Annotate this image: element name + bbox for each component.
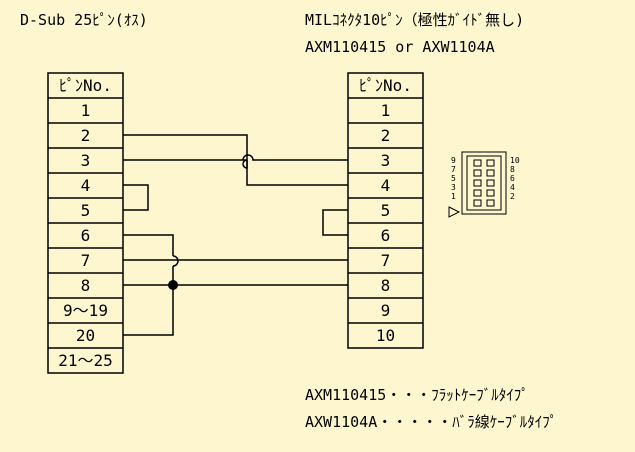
right-pin-4: 4 [380, 176, 391, 195]
wire-r5-r6-loop [322, 209, 348, 236]
left-pin-3: 3 [80, 151, 91, 170]
pin1-marker-icon [448, 206, 461, 218]
left-connector-title: D-Sub 25ﾋﾟﾝ(ｵｽ) [20, 11, 148, 29]
note-flat-cable: AXM110415・・・ﾌﾗｯﾄｹｰﾌﾞﾙﾀｲﾌﾟ [305, 386, 529, 404]
icon-pin-5: 5 [451, 174, 456, 183]
right-pin-7: 7 [380, 251, 391, 270]
left-pin-9-19: 9～19 [63, 301, 108, 320]
right-pin-1: 1 [380, 101, 391, 120]
wire-l3-r2-a [123, 159, 248, 169]
right-pin-8: 8 [380, 276, 391, 295]
right-pin-9: 9 [380, 301, 391, 320]
icon-pin-1: 1 [451, 192, 456, 201]
left-pin-4: 4 [80, 176, 91, 195]
icon-pin-9: 9 [451, 156, 456, 165]
right-pin-2: 2 [380, 126, 391, 145]
right-connector-title: MILｺﾈｸﾀ10ﾋﾟﾝ（極性ｶﾞｲﾄﾞ無し) [305, 11, 525, 29]
wire-l20 [123, 285, 174, 336]
wire-jump [172, 255, 179, 267]
wire-l3-r2-b [242, 154, 348, 161]
note-discrete-wire: AXW1104A・・・・・ﾊﾞﾗ線ｹｰﾌﾞﾙﾀｲﾌﾟ [305, 413, 558, 431]
right-pin-10: 10 [375, 326, 396, 345]
left-pin-7: 7 [80, 251, 91, 270]
left-pin-6: 6 [80, 226, 91, 245]
left-pin-5: 5 [80, 201, 91, 220]
connector-icon [461, 151, 507, 215]
icon-pin-6: 6 [510, 174, 515, 183]
junction-dot [168, 280, 178, 290]
right-pin-5: 5 [380, 201, 391, 220]
icon-pin-10: 10 [510, 156, 520, 165]
left-pin-20: 20 [75, 326, 96, 345]
left-pin-1: 1 [80, 101, 91, 120]
right-pin-3: 3 [380, 151, 391, 170]
icon-pin-2: 2 [510, 192, 515, 201]
icon-pin-3: 3 [451, 183, 456, 192]
right-connector-models: AXM110415 or AXW1104A [305, 38, 495, 56]
left-pin-2: 2 [80, 126, 91, 145]
left-pin-21-25: 21～25 [58, 351, 113, 370]
right-table-header: ﾋﾟﾝNo. [359, 76, 412, 95]
left-pin-8: 8 [80, 276, 91, 295]
icon-pin-8: 8 [510, 165, 515, 174]
icon-pin-7: 7 [451, 165, 456, 174]
right-pin-6: 6 [380, 226, 391, 245]
wire-l4-l5-loop [123, 184, 149, 211]
left-table-header: ﾋﾟﾝNo. [59, 76, 112, 95]
icon-pin-4: 4 [510, 183, 515, 192]
